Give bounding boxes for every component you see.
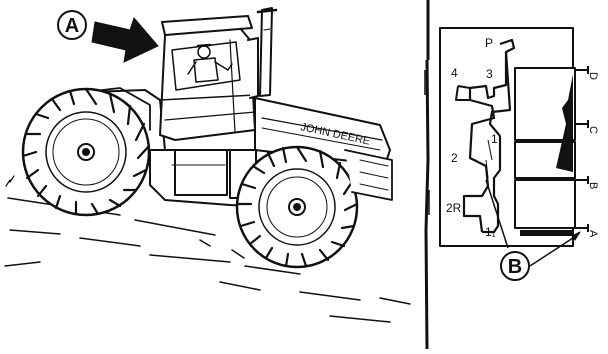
callout-a: A [57, 10, 87, 40]
shift-gate-diagram [439, 27, 589, 267]
shaded-wedge [556, 74, 573, 172]
operator-figure [187, 43, 233, 83]
front-wheel [235, 145, 359, 269]
side-label-b: B [587, 182, 599, 189]
callout-b-label: B [508, 256, 522, 278]
gate-label-1-sub: 1₁ [485, 225, 496, 239]
gate-label-3: 3 [486, 67, 493, 81]
side-label-d: D [587, 72, 599, 80]
rear-wheel [21, 87, 151, 217]
gate-label-p: P [485, 36, 493, 50]
gate-label-4: 4 [451, 66, 458, 80]
gate-slot [462, 38, 516, 233]
exhaust-stack [259, 7, 273, 97]
gate-position-labels: P 4 3 2 1 2R 1₁ [446, 36, 498, 239]
gate-label-2: 2 [451, 151, 458, 165]
callout-b: B [500, 251, 530, 281]
slope-ground [4, 175, 411, 323]
adjustment-pins [575, 66, 589, 232]
tractor-illustration: JOHN DEERE [4, 7, 411, 323]
arrow-pointer-icon [91, 17, 159, 63]
gate-label-2r: 2R [446, 201, 462, 215]
gate-label-1: 1 [491, 132, 498, 146]
side-letter-labels: D C B A [587, 72, 599, 238]
callout-a-label: A [65, 15, 79, 37]
side-label-a: A [587, 230, 599, 238]
side-label-c: C [587, 126, 599, 134]
panel-divider [424, 0, 430, 350]
